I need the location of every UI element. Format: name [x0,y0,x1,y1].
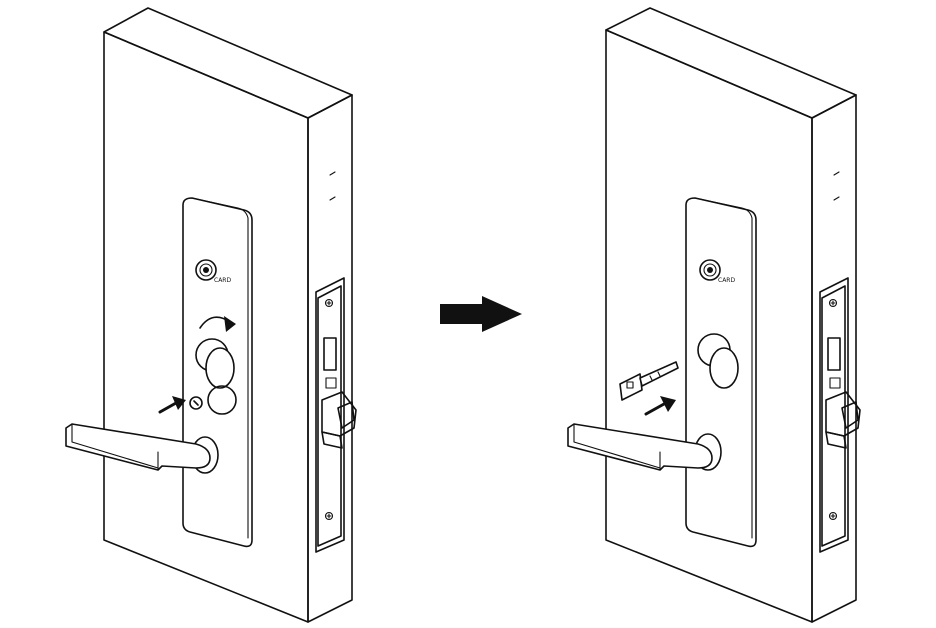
pointer-arrow-icon [644,396,676,416]
panel-before: CARD [65,7,357,623]
panel-after: CARD [567,7,861,623]
cylinder-cover [697,333,739,389]
door-icon [605,7,857,623]
lock-handle-icon [65,423,219,474]
pointer-arrow-icon [158,396,186,414]
lock-handle-icon [567,423,722,471]
lock-plate [182,197,253,548]
card-reader-label: CARD [214,277,231,284]
card-reader-icon: CARD [699,259,735,284]
transition-arrow-icon [440,296,522,332]
card-reader-label: CARD [718,277,735,284]
mortise-faceplate [819,277,861,553]
cylinder-cover [189,338,237,415]
card-reader-icon: CARD [195,259,231,284]
lock-plate [685,197,757,548]
door-icon [103,7,353,623]
rotate-arrow-icon [199,316,236,332]
mortise-faceplate [315,277,357,553]
key-icon [619,361,679,401]
